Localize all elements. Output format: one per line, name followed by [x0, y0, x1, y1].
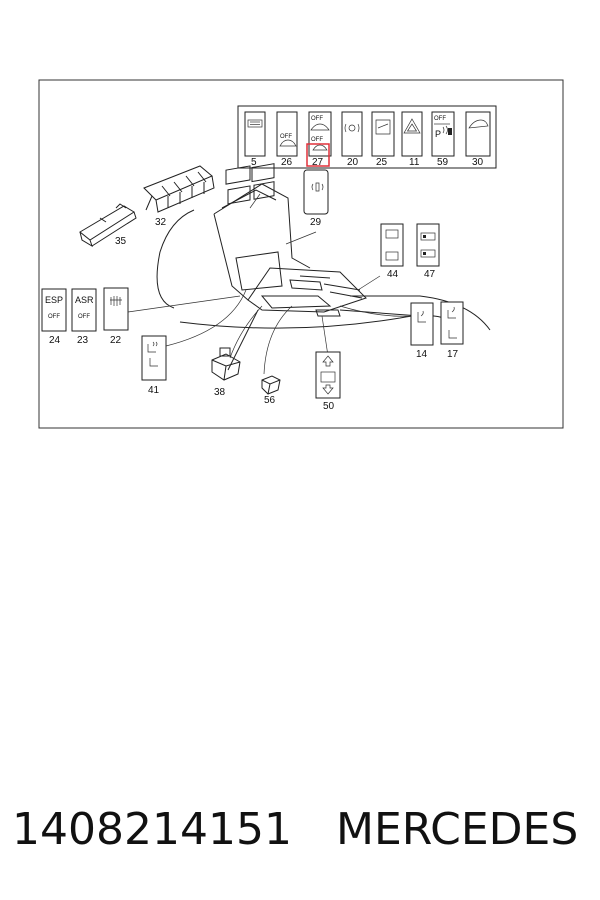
switch-59[interactable]: OFF P	[431, 111, 455, 157]
part-23-asr-switch[interactable]: ASR OFF	[71, 288, 97, 332]
part-50-switch[interactable]	[315, 351, 341, 399]
heater-icon	[110, 296, 122, 306]
part-num-22: 22	[110, 335, 122, 346]
part-num-59: 59	[437, 157, 449, 168]
part-41-switch[interactable]	[141, 335, 167, 381]
part-num-30: 30	[472, 157, 484, 168]
switch-26[interactable]: OFF	[276, 111, 298, 157]
car-roof-icon	[468, 119, 489, 129]
hazard-icon	[403, 118, 421, 134]
part-27-highlight	[306, 143, 330, 167]
car-icon-27	[312, 144, 328, 151]
part-24-esp-switch[interactable]: ESP OFF	[41, 288, 67, 332]
sensor-icon	[344, 123, 360, 133]
rear-defrost-icon	[247, 119, 263, 128]
part-32-shape	[143, 165, 215, 213]
part-38-shape	[211, 347, 241, 381]
part-num-50: 50	[323, 401, 335, 412]
arrow-down-icon	[322, 384, 334, 395]
part-56-shape	[261, 375, 281, 395]
part-num-24: 24	[49, 335, 61, 346]
level-off-icon	[310, 123, 330, 131]
asr-label: ASR	[75, 295, 94, 305]
part-44-switch[interactable]	[380, 223, 404, 267]
part-num-32: 32	[155, 217, 167, 228]
switch-5[interactable]	[244, 111, 266, 157]
switch-59-text: OFF	[434, 116, 446, 122]
switch-27-text-a: OFF	[311, 116, 323, 122]
switch-30[interactable]	[465, 111, 491, 157]
switch-20[interactable]	[341, 111, 363, 157]
esp-label: ESP	[45, 295, 63, 305]
leader-lines	[127, 193, 413, 375]
window-icon	[375, 119, 391, 135]
esp-off-label: OFF	[48, 314, 60, 320]
seat-adjust-icon	[417, 310, 426, 323]
part-number-caption: 1408214151	[12, 804, 292, 855]
switch-25[interactable]	[371, 111, 395, 157]
car-off-icon	[279, 139, 297, 147]
part-num-20: 20	[347, 157, 359, 168]
part-num-29: 29	[310, 217, 322, 228]
part-35-shape	[79, 203, 137, 248]
part-num-35: 35	[115, 236, 127, 247]
brand-caption: MERCEDES	[336, 804, 579, 855]
switch-26-text: OFF	[280, 134, 292, 140]
part-29-switch[interactable]	[303, 169, 329, 215]
seat-adjust-alt-icon	[447, 306, 457, 339]
part-num-56: 56	[264, 395, 276, 406]
part-num-44: 44	[387, 269, 399, 280]
part-num-25: 25	[376, 157, 388, 168]
part-num-23: 23	[77, 335, 89, 346]
part-14-switch[interactable]	[410, 302, 434, 346]
part-47-switch[interactable]	[416, 223, 440, 267]
part-num-27: 27	[312, 157, 324, 168]
parktronic-icon	[442, 125, 452, 135]
part-num-17: 17	[447, 349, 459, 360]
part-num-14: 14	[416, 349, 428, 360]
part-num-5: 5	[251, 157, 257, 168]
switch-27-text-b: OFF	[311, 137, 323, 143]
sensor-alt-icon	[311, 182, 324, 192]
switch-59-p: P	[435, 129, 441, 139]
switch-11[interactable]	[401, 111, 423, 157]
part-num-26: 26	[281, 157, 293, 168]
arrow-up-icon	[322, 355, 334, 367]
part-num-11: 11	[409, 157, 420, 168]
switch-27[interactable]: OFF OFF	[308, 111, 332, 157]
part-num-41: 41	[148, 385, 160, 396]
part-17-switch[interactable]	[440, 301, 464, 345]
parts-diagram: OFF OFF OFF OFF P	[38, 79, 564, 429]
seat-heat-icon	[147, 341, 158, 367]
part-22-switch[interactable]	[103, 287, 129, 331]
part-num-38: 38	[214, 387, 226, 398]
part-num-47: 47	[424, 269, 436, 280]
asr-off-label: OFF	[78, 314, 90, 320]
